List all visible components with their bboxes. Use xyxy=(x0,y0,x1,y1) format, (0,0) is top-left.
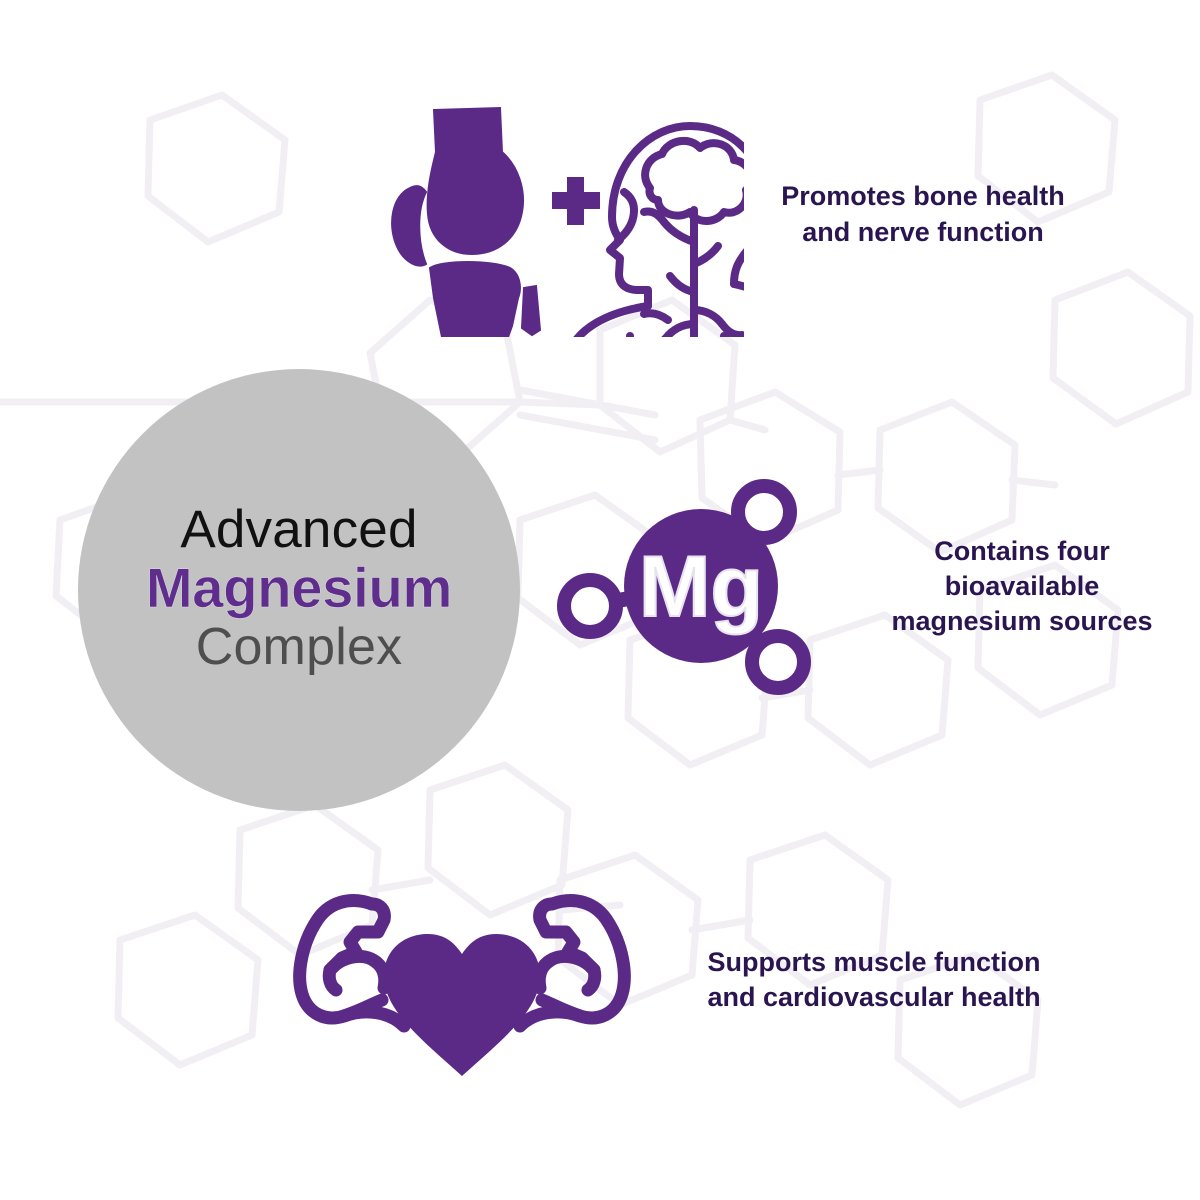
molecule-core-label: Mg xyxy=(639,539,763,635)
benefit-text-bone-nerve: Promotes bone health and nerve function xyxy=(781,181,1065,247)
heart-icon xyxy=(384,934,540,1076)
benefit-row-muscle-cardio: Supports muscle function and cardiovascu… xyxy=(272,880,1054,1080)
benefit-row-bioavailable-sources: Mg Contains four bioavailable magnesium … xyxy=(556,464,1158,709)
flexed-arms-heart-icon xyxy=(293,894,631,1076)
product-badge-circle: Advanced Magnesium Complex xyxy=(78,369,520,811)
left-flexed-arm-icon xyxy=(293,894,411,1033)
benefit-row-bone-nerve: Promotes bone health and nerve function xyxy=(372,92,1078,337)
magnesium-molecule-icon: Mg xyxy=(557,479,811,695)
benefit-text-bioavailable-sources: Contains four bioavailable magnesium sou… xyxy=(891,535,1153,637)
product-title-line-magnesium: Magnesium xyxy=(145,556,453,620)
plus-icon xyxy=(552,177,600,225)
bone-and-nervous-system-icon-group xyxy=(391,106,744,337)
molecule-core-circle xyxy=(624,509,778,663)
molecule-bond-node-bottom-right xyxy=(745,629,811,695)
product-title-block: Advanced Magnesium Complex xyxy=(145,500,453,676)
knee-joint-icon xyxy=(391,106,542,337)
molecule-bond-node-left xyxy=(557,573,623,639)
brain-nervous-system-icon xyxy=(573,122,744,337)
product-title-line-complex: Complex xyxy=(195,617,403,676)
product-title-line-advanced: Advanced xyxy=(180,500,418,560)
right-flexed-arm-icon xyxy=(513,894,631,1033)
benefit-text-muscle-cardio: Supports muscle function and cardiovascu… xyxy=(707,946,1041,1012)
molecule-bond-node-top xyxy=(731,479,797,545)
